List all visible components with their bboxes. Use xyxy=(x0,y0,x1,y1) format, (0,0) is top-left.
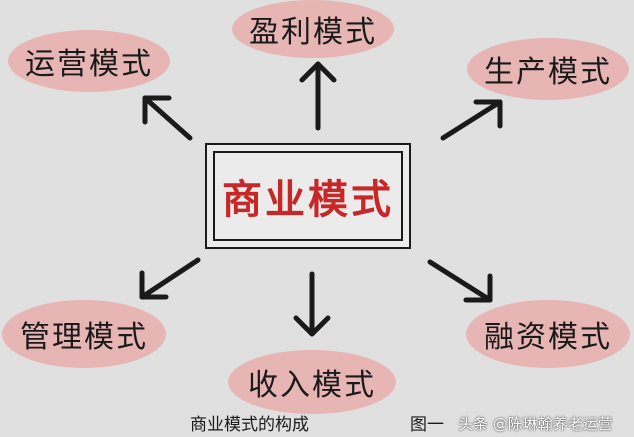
watermark: 头条 @陈琳翰养老运营 xyxy=(458,415,613,433)
center-node-business-model: 商业模式 xyxy=(213,151,403,241)
arrow-to-profit xyxy=(299,61,337,131)
center-node-frame: 商业模式 xyxy=(205,143,411,249)
figure-caption: 商业模式的构成 xyxy=(190,415,309,435)
node-operations-model: 运营模式 xyxy=(8,30,170,92)
node-production-model: 生产模式 xyxy=(467,38,629,100)
arrow-to-financing xyxy=(427,259,493,303)
node-operations-label: 运营模式 xyxy=(25,47,153,82)
arrow-to-management xyxy=(139,257,201,300)
node-income-model: 收入模式 xyxy=(228,350,396,414)
arrow-to-operations xyxy=(142,95,193,141)
figure-number: 图一 xyxy=(410,415,444,435)
center-node-label: 商业模式 xyxy=(222,177,394,223)
node-management-model: 管理模式 xyxy=(2,300,166,368)
node-financing-model: 融资模式 xyxy=(466,300,630,368)
node-income-label: 收入模式 xyxy=(248,368,376,403)
node-profit-label: 盈利模式 xyxy=(249,15,377,50)
node-production-label: 生产模式 xyxy=(484,55,612,90)
node-management-label: 管理模式 xyxy=(20,320,148,355)
node-financing-label: 融资模式 xyxy=(484,320,612,355)
arrow-to-production xyxy=(440,99,503,141)
node-profit-model: 盈利模式 xyxy=(232,0,394,58)
arrow-to-income xyxy=(293,271,331,337)
